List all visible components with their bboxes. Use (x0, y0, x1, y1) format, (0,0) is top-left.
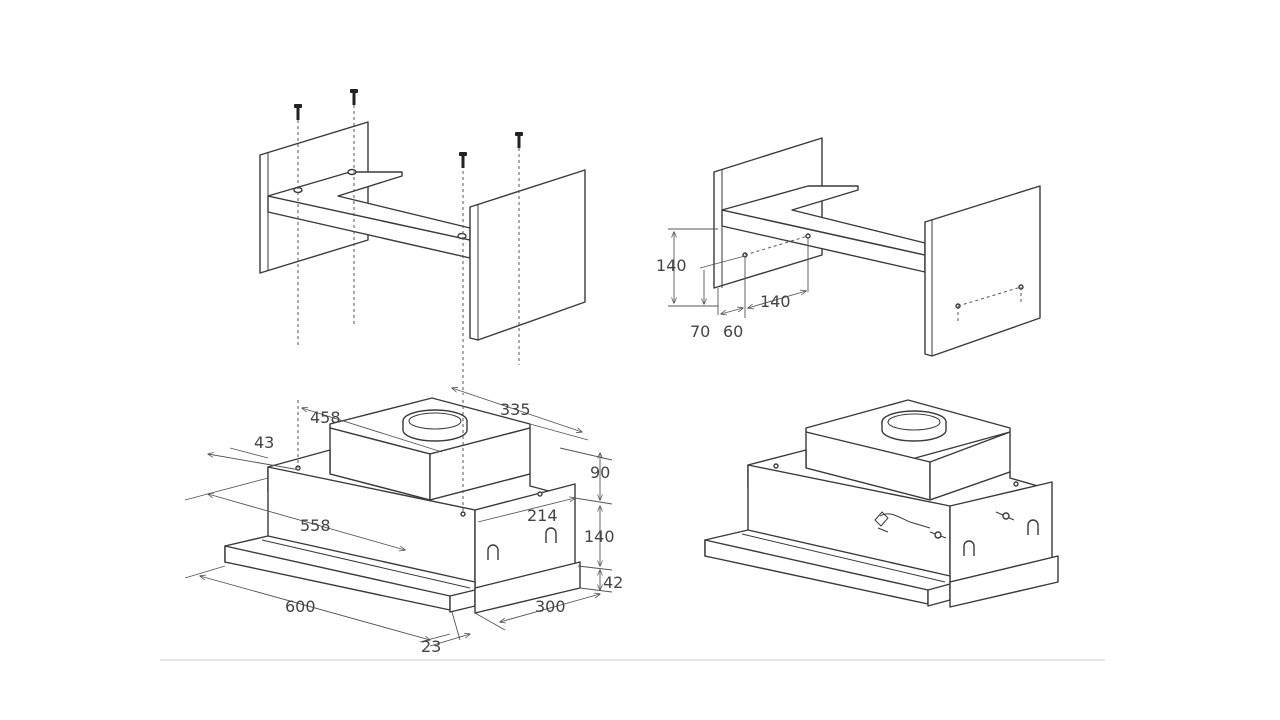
dim-214: 214 (527, 506, 558, 525)
dim-43: 43 (254, 433, 274, 452)
screw-icon (350, 89, 358, 105)
screw-icon (515, 132, 523, 148)
hook-slot-icon (1027, 519, 1039, 535)
hook-slot-icon (487, 544, 499, 560)
dim-bracket-60: 60 (723, 322, 743, 341)
bracket-frame-with-screws (259, 89, 586, 395)
dim-558: 558 (300, 516, 331, 535)
screw-icon (294, 104, 302, 120)
dim-140: 140 (584, 527, 615, 546)
power-cable-icon (874, 511, 931, 533)
bracket-frame-dimensions: 140 70 60 140 (656, 137, 1041, 357)
dim-90: 90 (590, 463, 610, 482)
screw-icon (995, 511, 1015, 521)
dim-42: 42 (603, 573, 623, 592)
dim-600: 600 (285, 597, 316, 616)
dim-bracket-70: 70 (690, 322, 710, 341)
dim-bracket-height-140: 140 (656, 256, 687, 275)
screw-icon (459, 152, 467, 168)
dim-300: 300 (535, 597, 566, 616)
dim-bracket-140-horizontal: 140 (760, 292, 791, 311)
hood-left-dimensioned: 458 335 43 90 558 214 140 42 600 (184, 388, 623, 656)
hook-slot-icon (963, 540, 975, 556)
hook-slot-icon (545, 527, 557, 543)
dim-335: 335 (500, 400, 531, 419)
hood-right-with-cable (704, 399, 1059, 608)
screw-icon (929, 531, 947, 539)
dim-458: 458 (310, 408, 341, 427)
dim-23: 23 (421, 637, 441, 656)
